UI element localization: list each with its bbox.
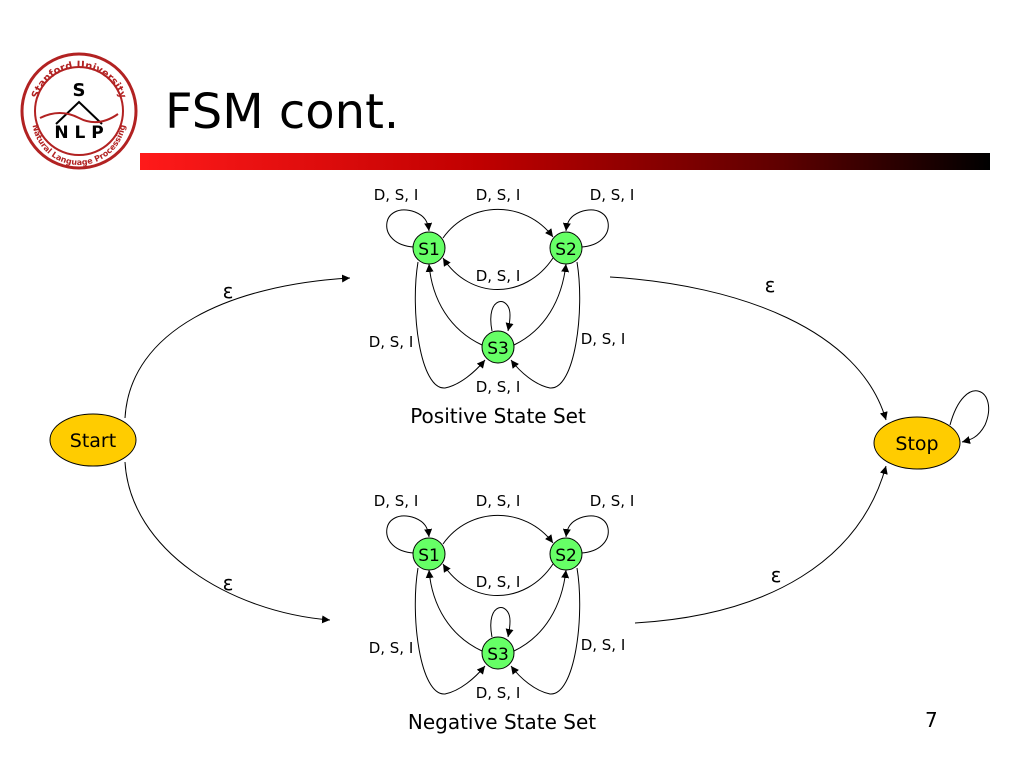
stop-label: Stop bbox=[895, 433, 938, 455]
edge-label: D, S, I bbox=[581, 330, 626, 348]
positive-set-caption: Positive State Set bbox=[410, 404, 586, 428]
edge-label: D, S, I bbox=[476, 186, 521, 204]
edge-s2-s3 bbox=[510, 567, 581, 695]
edge-s3-s1 bbox=[425, 263, 483, 346]
edge-label: D, S, I bbox=[476, 684, 521, 702]
epsilon-label-1: ε bbox=[223, 279, 234, 303]
self-loop-s3 bbox=[490, 607, 514, 638]
edge-s3-s1 bbox=[425, 569, 483, 652]
negative-set-caption: Negative State Set bbox=[408, 710, 596, 734]
state-s3: S3 bbox=[481, 636, 515, 670]
epsilon-label-2: ε bbox=[765, 273, 776, 297]
edge-label: D, S, I bbox=[369, 333, 414, 351]
state-s1-label: S1 bbox=[418, 240, 440, 260]
state-s2-label: S2 bbox=[555, 240, 577, 260]
state-s3: S3 bbox=[481, 330, 515, 364]
edge-label: D, S, I bbox=[369, 639, 414, 657]
edge-label: D, S, I bbox=[590, 492, 635, 510]
positive-state-set: S1 S2 S3 D, S, I D, S, I D, S, I D, S, I… bbox=[369, 186, 635, 428]
stop-self-loop bbox=[949, 390, 990, 444]
self-loop-s1 bbox=[386, 209, 433, 248]
self-loop-s2 bbox=[562, 209, 609, 248]
edge-s2-s3 bbox=[510, 261, 581, 389]
stanford-nlp-logo: Stanford University Natural Language Pro… bbox=[20, 52, 138, 170]
logo-letter-s: S bbox=[73, 80, 86, 101]
state-s3-label: S3 bbox=[487, 645, 509, 665]
self-loop-s1 bbox=[386, 515, 433, 554]
edge-s2-s1 bbox=[442, 563, 554, 596]
self-loop-s2 bbox=[562, 515, 609, 554]
page-number: 7 bbox=[925, 708, 938, 732]
edge-label: D, S, I bbox=[476, 267, 521, 285]
edge-s1-s2 bbox=[442, 515, 554, 545]
state-s2-label: S2 bbox=[555, 546, 577, 566]
state-s2: S2 bbox=[549, 231, 583, 265]
state-s1: S1 bbox=[412, 231, 446, 265]
edge-s3-s2 bbox=[513, 263, 570, 346]
edge-label: D, S, I bbox=[476, 492, 521, 510]
start-label: Start bbox=[70, 430, 116, 452]
epsilon-edge-negative-stop bbox=[634, 465, 888, 624]
self-loop-s3 bbox=[490, 301, 514, 332]
edge-label: D, S, I bbox=[590, 186, 635, 204]
title-bar bbox=[140, 153, 990, 170]
edge-label: D, S, I bbox=[374, 186, 419, 204]
edge-label: D, S, I bbox=[374, 492, 419, 510]
edge-s2-s1 bbox=[442, 257, 554, 290]
edge-s1-s2 bbox=[442, 209, 554, 239]
logo-letters-nlp: N L P bbox=[54, 123, 103, 143]
epsilon-label-3: ε bbox=[223, 571, 234, 595]
epsilon-edge-positive-stop bbox=[609, 276, 888, 421]
epsilon-label-4: ε bbox=[771, 563, 782, 587]
start-node: Start bbox=[49, 413, 137, 467]
edge-s1-s3 bbox=[414, 261, 486, 389]
slide-title: FSM cont. bbox=[165, 84, 400, 140]
state-s1: S1 bbox=[412, 537, 446, 571]
edge-label: D, S, I bbox=[581, 636, 626, 654]
state-s3-label: S3 bbox=[487, 339, 509, 359]
edge-label: D, S, I bbox=[476, 573, 521, 591]
state-s2: S2 bbox=[549, 537, 583, 571]
epsilon-edge-start-negative bbox=[124, 461, 331, 624]
negative-state-set: S1 S2 S3 D, S, I D, S, I D, S, I D, S, I… bbox=[369, 492, 635, 734]
stop-node: Stop bbox=[873, 416, 961, 470]
state-s1-label: S1 bbox=[418, 546, 440, 566]
edge-s3-s2 bbox=[513, 569, 570, 652]
edge-label: D, S, I bbox=[476, 378, 521, 396]
epsilon-edge-start-positive bbox=[124, 274, 351, 419]
edge-s1-s3 bbox=[414, 567, 486, 695]
